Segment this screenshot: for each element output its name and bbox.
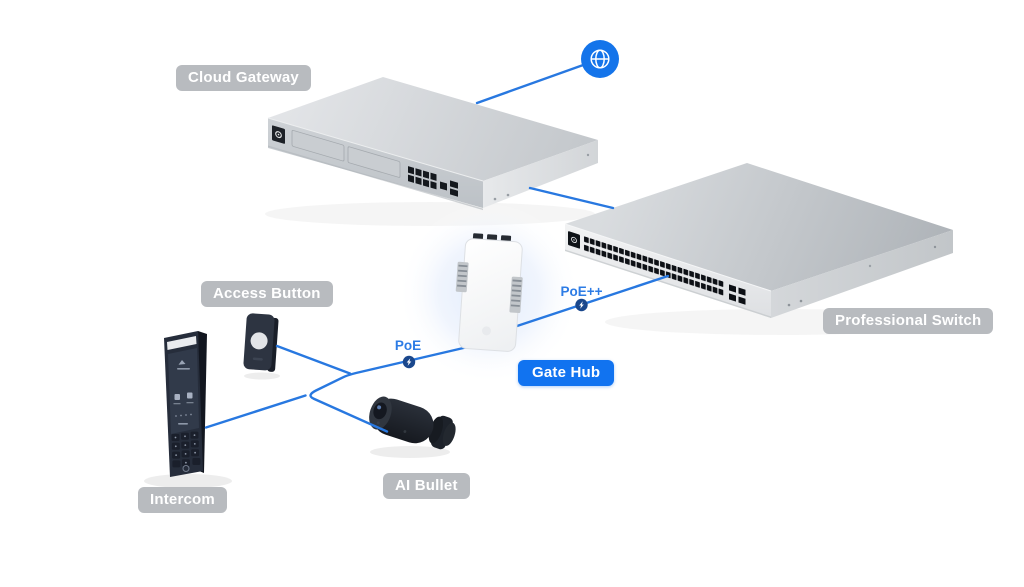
- line-internet-to-gateway: [475, 57, 602, 105]
- line-access-button-branch: [275, 344, 352, 375]
- access-button-label-badge: Access Button: [201, 281, 333, 307]
- poe-marker: PoE: [395, 338, 421, 369]
- intercom-speaker-bar: [167, 336, 197, 350]
- cloud-gateway-label-badge: Cloud Gateway: [176, 65, 311, 91]
- access-button-device: [243, 313, 279, 372]
- poe-label: PoE: [395, 338, 421, 353]
- gate-hub-device: [455, 233, 523, 352]
- gate-hub-terminal-block-left: [455, 261, 469, 293]
- intercom-device: [164, 331, 207, 477]
- line-gatehub-trunk-to-ai-bullet: [309, 344, 474, 433]
- switch-sfp-ports: [729, 284, 746, 305]
- professional-switch-label-badge: Professional Switch: [823, 308, 994, 334]
- camera-lens: [373, 402, 387, 420]
- access-button-touch-circle: [250, 332, 268, 350]
- gate-hub-terminal-block-right: [509, 276, 523, 314]
- ai-bullet-camera-device: [369, 396, 456, 450]
- poe-lightning-icon: [402, 355, 416, 369]
- connection-lines: [204, 57, 670, 433]
- gate-hub-logo-mark: [481, 326, 491, 336]
- poe-plus-plus-lightning-icon: [575, 298, 588, 312]
- cloud-gateway-device: [267, 77, 598, 211]
- poe-plus-plus-label: PoE++: [560, 284, 602, 299]
- line-intercom-branch: [204, 394, 307, 429]
- switch-ethernet-ports-48: [583, 236, 724, 297]
- intercom-screen: [168, 348, 199, 434]
- gate-hub-label-badge: Gate Hub: [518, 360, 615, 386]
- gateway-drive-tray: [291, 130, 345, 162]
- camera-shadow: [370, 446, 450, 458]
- intercom-keypad: [171, 431, 201, 468]
- gateway-drive-tray: [347, 146, 401, 178]
- intercom-shadow: [144, 474, 232, 488]
- intercom-doorbell-button: [182, 465, 190, 472]
- line-gateway-to-switch: [528, 186, 615, 210]
- access-button-shadow: [244, 372, 280, 380]
- line-gatehub-to-switch-poe-plus-plus: [512, 274, 670, 329]
- gateway-ethernet-ports: [408, 166, 458, 197]
- poe-plus-plus-marker: PoE++: [560, 284, 603, 312]
- professional-switch-device: [564, 163, 953, 319]
- ai-bullet-label-badge: AI Bullet: [383, 473, 470, 499]
- internet-globe-icon: [581, 40, 619, 78]
- intercom-label-badge: Intercom: [138, 487, 227, 513]
